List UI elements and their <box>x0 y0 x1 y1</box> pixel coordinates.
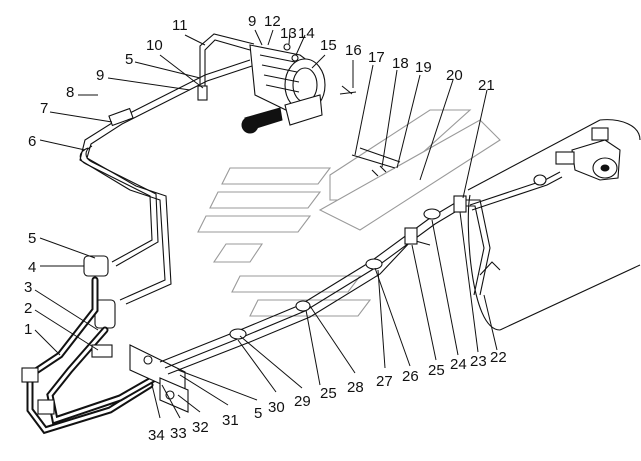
callout-1: 1 <box>24 321 32 338</box>
leader-lines <box>34 29 498 419</box>
callout-18: 18 <box>392 55 409 72</box>
callout-3: 3 <box>24 279 32 296</box>
callout-24: 24 <box>450 356 467 373</box>
callout-5-bottom: 5 <box>254 405 262 422</box>
callout-25-bottom: 25 <box>320 385 337 402</box>
callout-29: 29 <box>294 393 311 410</box>
callout-19: 19 <box>415 59 432 76</box>
callout-21: 21 <box>478 77 495 94</box>
callout-31: 31 <box>222 412 239 429</box>
lower-brake-tubes <box>159 171 563 375</box>
callout-labels: 11 9 12 13 14 15 16 10 5 9 8 7 6 17 18 1… <box>24 13 507 444</box>
callout-22: 22 <box>490 349 507 366</box>
left-hoses <box>21 255 159 435</box>
callout-7: 7 <box>40 100 48 117</box>
callout-12: 12 <box>264 13 281 30</box>
callout-5-mid: 5 <box>28 230 36 247</box>
bolts <box>339 91 401 177</box>
callout-8: 8 <box>66 84 74 101</box>
callout-4: 4 <box>28 259 36 276</box>
watermark-logo <box>197 109 501 317</box>
callout-11: 11 <box>172 17 188 34</box>
callout-14: 14 <box>298 25 315 42</box>
callout-34: 34 <box>148 427 165 444</box>
callout-6: 6 <box>28 133 36 150</box>
tee-bracket <box>129 344 189 413</box>
callout-23: 23 <box>470 353 487 370</box>
callout-5-top: 5 <box>125 51 133 68</box>
callout-9-top: 9 <box>248 13 256 30</box>
frame-crossmember <box>467 119 641 331</box>
callout-28: 28 <box>347 379 364 396</box>
callout-26: 26 <box>402 368 419 385</box>
callout-9-left: 9 <box>96 67 104 84</box>
callout-25-right: 25 <box>428 362 445 379</box>
callout-2: 2 <box>24 300 32 317</box>
callout-10: 10 <box>146 37 163 54</box>
callout-15: 15 <box>320 37 337 54</box>
callout-20: 20 <box>446 67 463 84</box>
callout-32: 32 <box>192 419 209 436</box>
callout-27: 27 <box>376 373 393 390</box>
callout-13: 13 <box>280 25 297 42</box>
callout-30: 30 <box>268 399 285 416</box>
callout-16: 16 <box>345 42 362 59</box>
callout-33: 33 <box>170 425 187 442</box>
callout-17: 17 <box>368 49 385 66</box>
master-cylinder <box>241 43 353 134</box>
brake-valve <box>555 127 621 181</box>
